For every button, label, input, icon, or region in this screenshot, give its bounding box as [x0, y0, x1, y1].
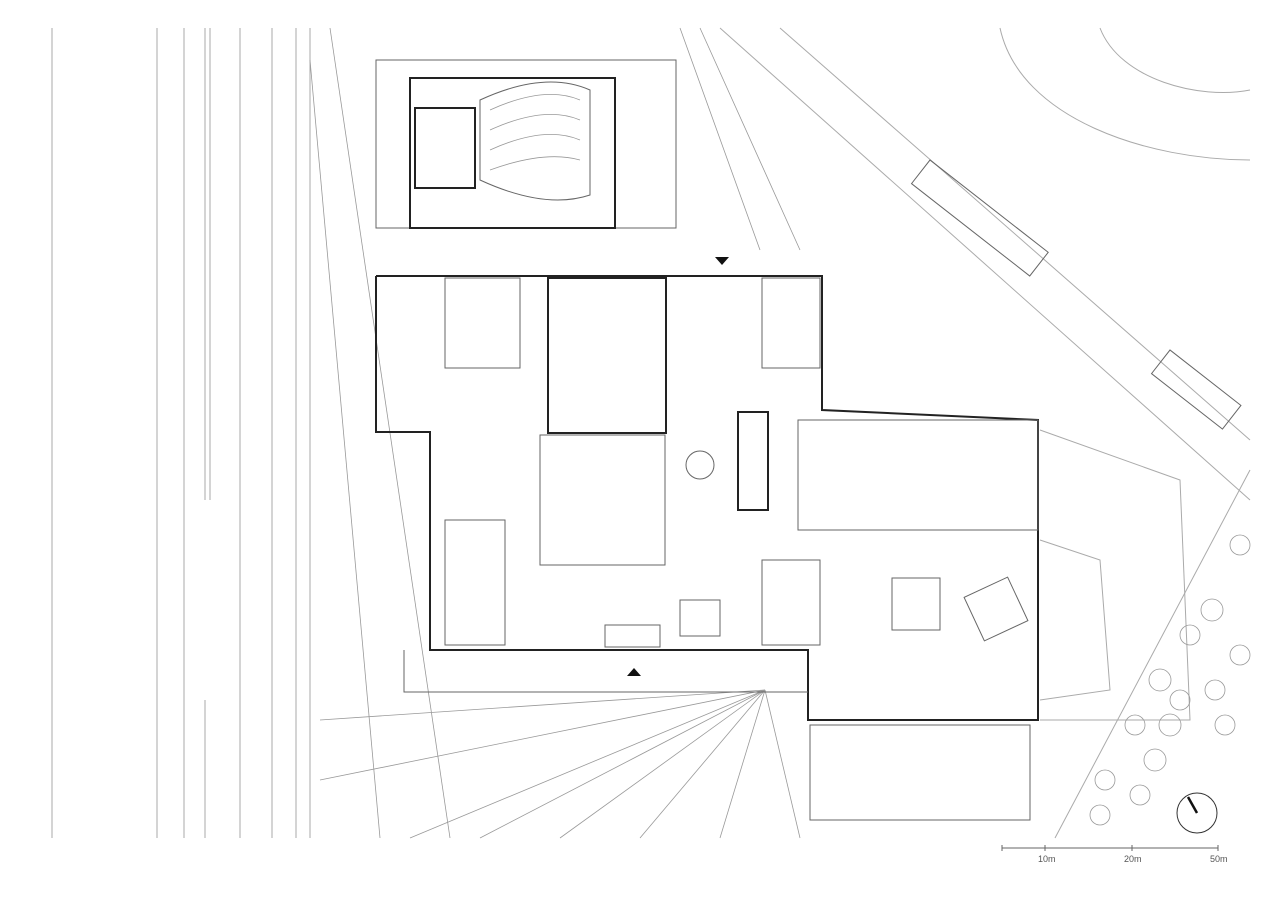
scale-label-50m: 50m	[1210, 854, 1228, 864]
theater-block	[375, 59, 677, 229]
roads-left	[51, 28, 311, 838]
site-lines	[309, 27, 1251, 839]
trees	[1089, 534, 1251, 826]
main-building	[375, 275, 1039, 821]
scale-label-20m: 20m	[1124, 854, 1142, 864]
parking-stripes	[910, 159, 1242, 430]
scale-bar	[1001, 845, 1219, 851]
entrance-triangle-icon	[715, 257, 729, 265]
entrance-triangle-icon	[627, 668, 641, 676]
north-arrow-icon	[1176, 792, 1218, 834]
scale-label-10m: 10m	[1038, 854, 1056, 864]
